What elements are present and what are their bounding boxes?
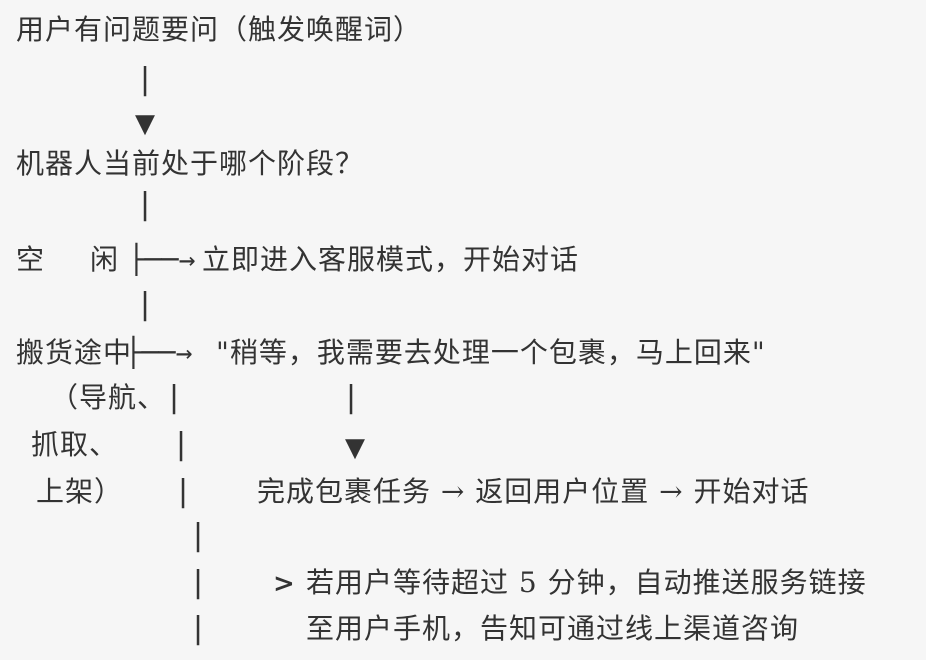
- timeout-note-line1: 若用户等待超过 5 分钟，自动推送服务链接: [306, 566, 867, 599]
- busy-branch-label: 搬货途中: [16, 336, 133, 369]
- connector-pipe: |: [189, 518, 208, 553]
- timeout-note-line2: 至用户手机，告知可通过线上渠道咨询: [306, 612, 800, 645]
- down-arrow-icon: ▼: [345, 433, 365, 463]
- stage-question-label: 机器人当前处于哪个阶段？: [16, 147, 365, 180]
- connector-pipe: |: [174, 474, 193, 509]
- busy-annotation-line3: 上架）: [36, 475, 124, 508]
- connector-pipe: |: [342, 380, 361, 415]
- connector-pipe: |: [172, 427, 191, 462]
- connector-pipe: |: [136, 287, 155, 322]
- busy-reply-label: "稍等，我需要去处理一个包裹，马上回来": [216, 336, 766, 369]
- task-sequence-label: 完成包裹任务 → 返回用户位置 → 开始对话: [257, 475, 810, 508]
- busy-annotation-line2: 抓取、: [31, 428, 119, 461]
- down-arrow-icon: ▼: [135, 109, 155, 139]
- branch-connector-arrow: ├──→: [125, 336, 193, 369]
- connector-pipe: |: [189, 565, 208, 600]
- busy-annotation-line1: （导航、: [50, 381, 167, 414]
- idle-branch-label-part2: 闲: [90, 243, 120, 276]
- connector-pipe: |: [189, 611, 208, 646]
- branch-connector-arrow: ├──→: [128, 243, 196, 276]
- connector-pipe: |: [165, 380, 184, 415]
- idle-branch-label-part1: 空: [16, 243, 46, 276]
- idle-action-label: 立即进入客服模式，开始对话: [202, 243, 580, 276]
- note-marker: >: [273, 569, 295, 599]
- connector-pipe: |: [136, 62, 155, 97]
- connector-pipe: |: [136, 187, 155, 222]
- start-label: 用户有问题要问（触发唤醒词）: [16, 13, 423, 46]
